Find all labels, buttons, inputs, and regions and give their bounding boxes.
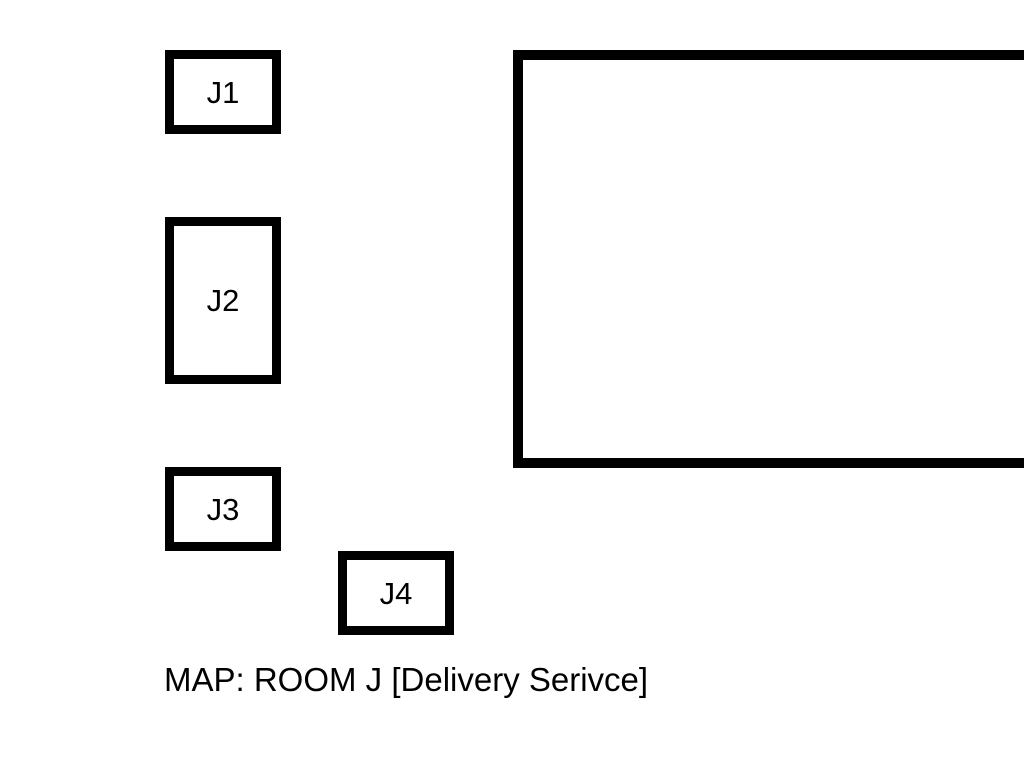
room-j1[interactable]: J1 (165, 50, 281, 134)
map-caption: MAP: ROOM J [Delivery Serivce] (164, 661, 649, 698)
room-j1-label: J1 (206, 74, 240, 110)
room-j3-label: J3 (206, 491, 240, 527)
room-j3[interactable]: J3 (165, 467, 281, 551)
room-j2[interactable]: J2 (165, 217, 281, 384)
room-j2-label: J2 (206, 283, 240, 318)
room-j4[interactable]: J4 (338, 551, 454, 635)
large-room-area (513, 50, 1024, 468)
room-j4-label: J4 (379, 575, 413, 611)
